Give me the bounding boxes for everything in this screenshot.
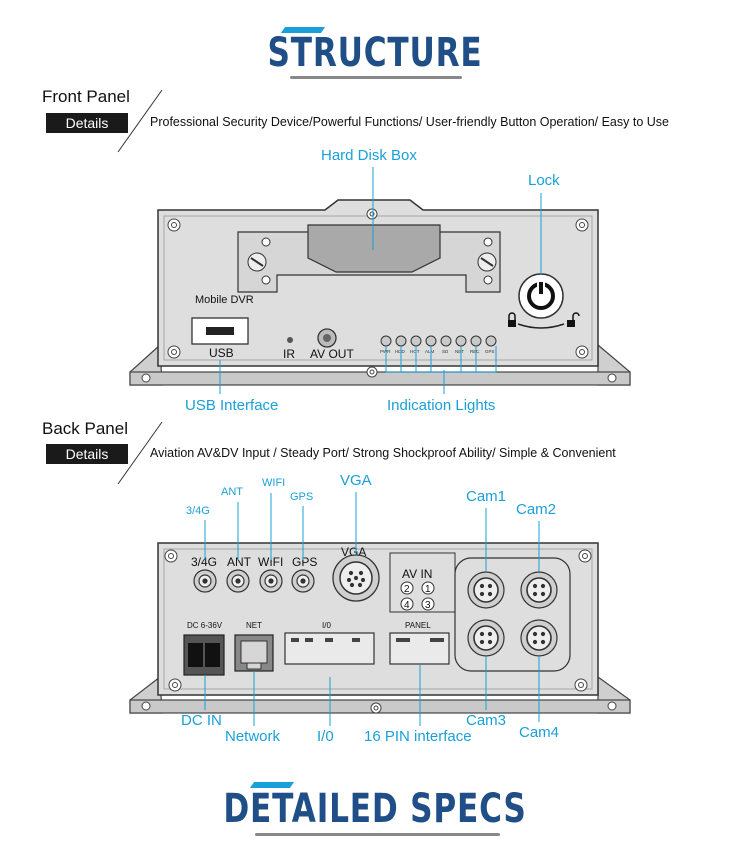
- io-port: [284, 632, 375, 665]
- ant-port-label: ANT: [227, 555, 252, 569]
- led-label: GPS: [485, 349, 495, 354]
- back-panel-slash: [117, 421, 163, 485]
- led-gps: [485, 335, 497, 347]
- mobile-dvr-label: Mobile DVR: [195, 294, 254, 306]
- camera-connectors: [467, 571, 558, 657]
- io-callout: I/0: [317, 728, 334, 745]
- lock: [508, 273, 580, 329]
- indication-lights-callout: Indication Lights: [387, 397, 496, 414]
- ir-sensor: [287, 337, 293, 343]
- usb-interface-callout: USB Interface: [185, 397, 279, 414]
- wifi-callout: WIFI: [262, 477, 286, 489]
- network-callout: Network: [225, 728, 281, 745]
- av-in-2: 2: [404, 584, 410, 595]
- av-in-3: 3: [425, 600, 431, 611]
- lock-callout: Lock: [528, 172, 560, 189]
- 3-4g-callout: 3/4G: [186, 505, 210, 517]
- back-panel-title: Back Panel: [42, 419, 128, 438]
- structure-heading: STRUCTURE: [267, 30, 483, 76]
- hard-disk-box-callout: Hard Disk Box: [321, 147, 417, 164]
- led-label: ALM: [425, 349, 435, 354]
- led-label: HOT: [410, 349, 420, 354]
- 16-pin-port: [389, 632, 450, 665]
- led-sd: [440, 335, 452, 347]
- cam2-callout: Cam2: [516, 501, 557, 518]
- led-label: REC: [470, 349, 480, 354]
- front-leader-lines: [219, 167, 542, 394]
- front-panel-title: Front Panel: [42, 87, 130, 106]
- gps-port-label: GPS: [292, 555, 317, 569]
- camera-inputs-panel: [454, 557, 571, 672]
- ir-label: IR: [283, 347, 295, 361]
- av-in-label: AV IN: [402, 567, 432, 581]
- usb-label: USB: [209, 346, 234, 360]
- detailed-specs-heading: DETAILED SPECS: [223, 786, 527, 832]
- front-panel-slash: [117, 89, 163, 153]
- av-in-4: 4: [404, 600, 410, 611]
- front-mounting-feet: [129, 343, 631, 386]
- cam4-callout: Cam4: [519, 724, 560, 741]
- led-label: HDD: [395, 349, 405, 354]
- lock-closed-icon: [508, 320, 516, 327]
- ant-callout: ANT: [221, 486, 243, 498]
- led-label: SD: [442, 349, 449, 354]
- cam3-callout: Cam3: [466, 712, 507, 729]
- front-panel-diagram: Mobile DVR USB IR AV OUT PWR HDD HOT ALM…: [129, 167, 631, 394]
- wifi-port-label: WIFI: [258, 555, 283, 569]
- led-label: NET: [455, 349, 464, 354]
- vga-connector: [332, 554, 380, 602]
- gps-callout: GPS: [290, 491, 314, 503]
- net-label: NET: [246, 621, 262, 630]
- 3-4g-port-label: 3/4G: [191, 555, 217, 569]
- av-in-1: 1: [425, 584, 431, 595]
- dc-in-callout: DC IN: [181, 712, 222, 729]
- back-details-badge: Details: [46, 444, 128, 464]
- back-device-body: [157, 542, 599, 696]
- front-details-badge: Details: [46, 113, 128, 133]
- cam1-callout: Cam1: [466, 488, 507, 505]
- panel-port-label: PANEL: [405, 621, 431, 630]
- av-out-label: AV OUT: [310, 347, 354, 361]
- 16-pin-interface-callout: 16 PIN interface: [364, 728, 472, 745]
- back-panel-diagram: 3/4G ANT WIFI GPS VGA AV IN 2 1 4 3: [129, 492, 631, 726]
- back-panel-description: Aviation AV&DV Input / Steady Port/ Stro…: [150, 446, 616, 460]
- front-panel-description: Professional Security Device/Powerful Fu…: [150, 115, 669, 129]
- specs-heading-underline: [255, 833, 500, 836]
- lock-open-icon: [567, 320, 575, 327]
- structure-heading-underline: [290, 76, 462, 79]
- antenna-connectors: [193, 569, 315, 593]
- dc-label: DC 6-36V: [187, 621, 223, 630]
- back-leader-lines: [204, 492, 540, 726]
- io-port-label: I/0: [322, 621, 331, 630]
- vga-callout: VGA: [340, 472, 372, 489]
